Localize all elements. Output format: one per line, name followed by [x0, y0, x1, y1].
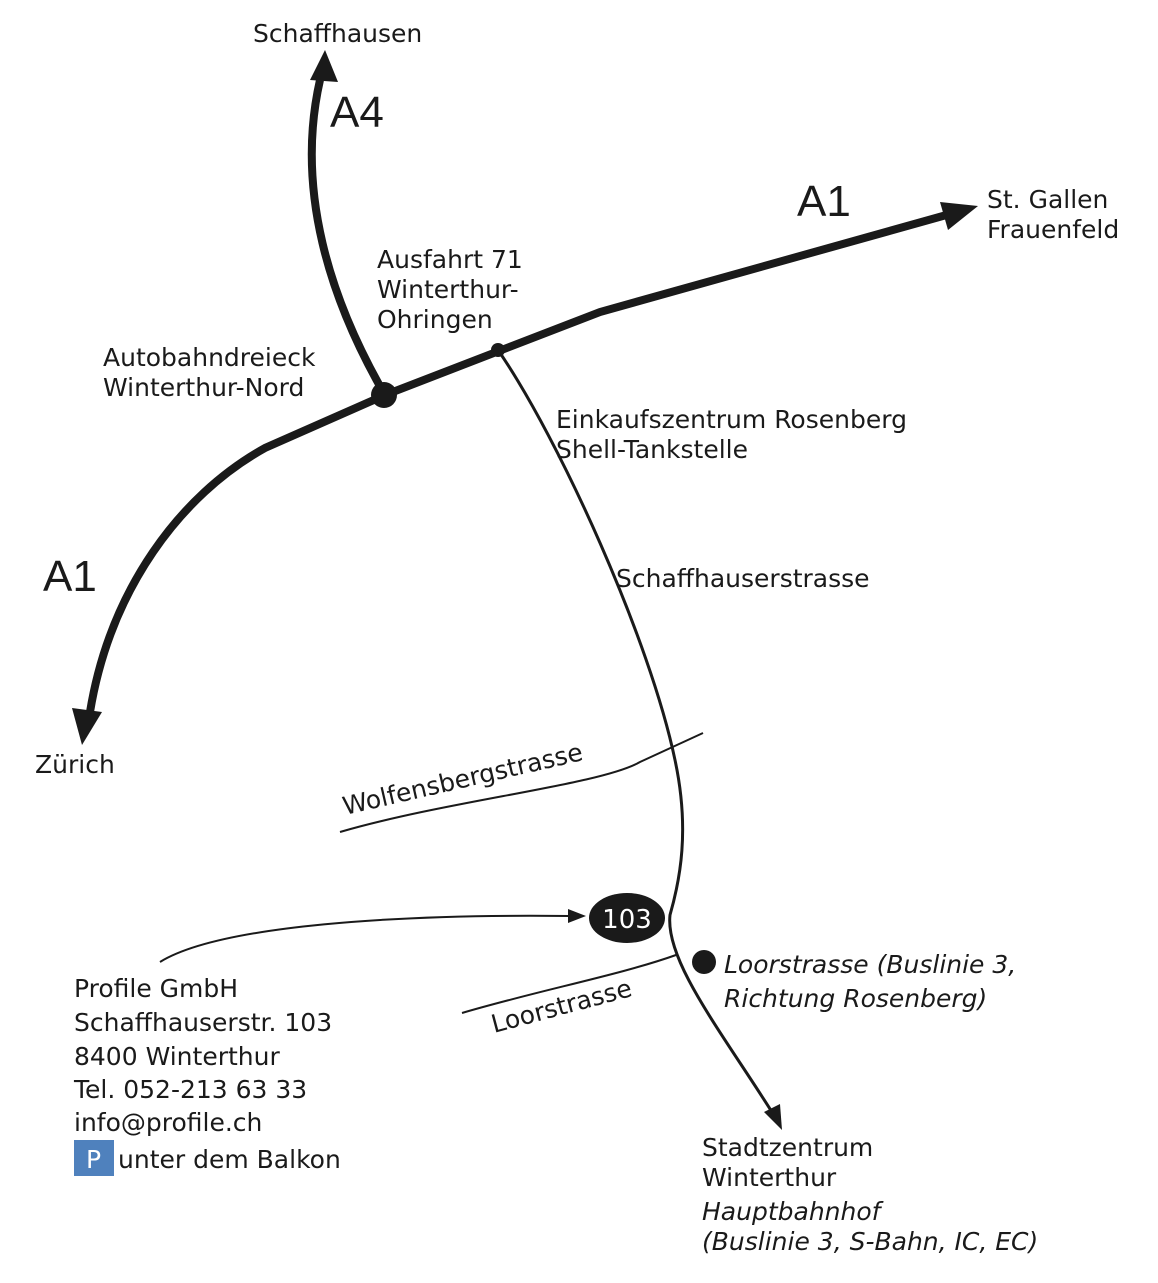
exit-71-node [491, 343, 505, 357]
highway-a1-west-label: A1 [43, 552, 97, 601]
parking-badge [74, 1140, 114, 1176]
loorstrasse-label: Loorstrasse [488, 973, 635, 1038]
city-center-arrowhead [764, 1104, 782, 1130]
address-company: Profile GmbH [74, 974, 238, 1003]
a1-east-road [383, 210, 952, 399]
loorstrasse-road [461, 954, 677, 1014]
address-pointer-arrowhead [568, 909, 586, 923]
city-center-line4: (Buslinie 3, S-Bahn, IC, EC) [702, 1227, 1038, 1256]
schaffhauserstrasse-road [496, 349, 774, 1113]
bus-stop-label-line2: Richtung Rosenberg) [724, 984, 987, 1013]
address-phone: Tel. 052-213 63 33 [73, 1075, 307, 1104]
parking-text: unter dem Balkon [118, 1145, 341, 1174]
mall-label-line2: Shell-Tankstelle [556, 435, 748, 464]
destination-frauenfeld: Frauenfeld [987, 215, 1119, 244]
triangle-label-line1: Autobahndreieck [103, 343, 316, 372]
a1-west-arrowhead [72, 708, 102, 745]
parking-badge-label: P [86, 1145, 101, 1174]
address-block: Profile GmbH Schaffhauserstr. 103 8400 W… [73, 974, 341, 1176]
address-street: Schaffhauserstr. 103 [74, 1008, 332, 1037]
a4-road [307, 79, 389, 398]
bus-stop-label-line1: Loorstrasse (Buslinie 3, [724, 950, 1016, 979]
schaffhauserstrasse-label: Schaffhauserstrasse [616, 564, 870, 593]
bus-stop-marker [692, 950, 716, 974]
highway-a1-east-label: A1 [797, 177, 851, 226]
exit-label-line2: Winterthur- [377, 275, 519, 304]
city-center-line1: Stadtzentrum [702, 1133, 873, 1162]
destination-schaffhausen: Schaffhausen [253, 19, 422, 48]
highway-a4-label: A4 [330, 88, 384, 137]
wolfensbergstrasse-road [339, 732, 704, 833]
mall-label-line1: Einkaufszentrum Rosenberg [556, 405, 907, 434]
destination-zurich: Zürich [35, 750, 115, 779]
wolfensbergstrasse-label: Wolfensbergstrasse [340, 737, 586, 820]
triangle-label-line2: Winterthur-Nord [103, 373, 304, 402]
address-email[interactable]: info@profile.ch [74, 1108, 262, 1137]
exit-label-line1: Ausfahrt 71 [377, 245, 523, 274]
exit-label-line3: Ohringen [377, 305, 493, 334]
location-marker[interactable]: 103 [589, 893, 665, 943]
city-center-line2: Winterthur [702, 1163, 837, 1192]
location-marker-label: 103 [602, 905, 652, 935]
destination-st-gallen: St. Gallen [987, 185, 1108, 214]
city-center-line3: Hauptbahnhof [702, 1197, 884, 1226]
a4-arrowhead [310, 50, 338, 82]
autobahndreieck-node [371, 382, 397, 408]
address-pointer-line [159, 914, 571, 963]
a1-east-arrowhead [940, 202, 978, 230]
a1-west-road [86, 391, 387, 713]
address-city: 8400 Winterthur [74, 1042, 280, 1071]
